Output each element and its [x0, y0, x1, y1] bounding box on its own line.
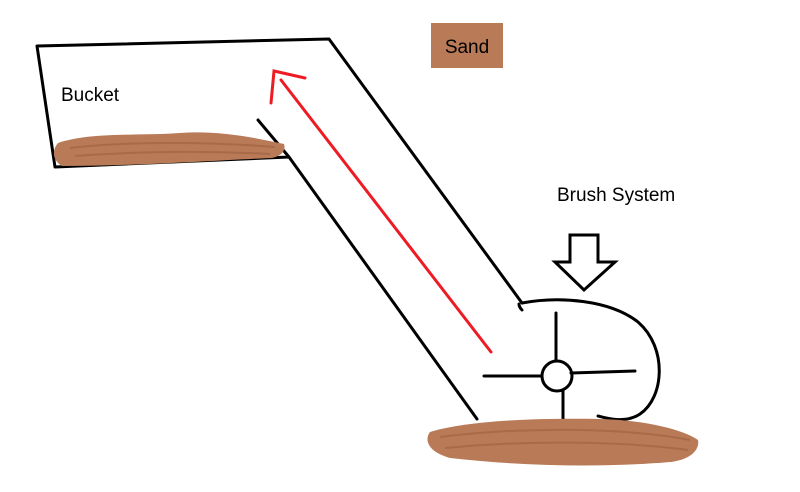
- brush-system-label: Brush System: [557, 185, 675, 206]
- brush-down-arrow-icon: [551, 233, 619, 293]
- transport-direction-arrow: [269, 69, 493, 354]
- brush-spoke-right: [569, 369, 637, 375]
- brush-housing: [517, 298, 661, 422]
- brush-hub: [540, 359, 574, 393]
- bucket-sand: [53, 132, 285, 166]
- sand-legend: Sand: [431, 23, 503, 68]
- bucket-label: Bucket: [61, 85, 120, 106]
- brush-wheel: [482, 311, 637, 422]
- sand-legend-swatch: [431, 23, 503, 68]
- ground-sand: [427, 418, 699, 466]
- sand-legend-label: Sand: [445, 37, 489, 58]
